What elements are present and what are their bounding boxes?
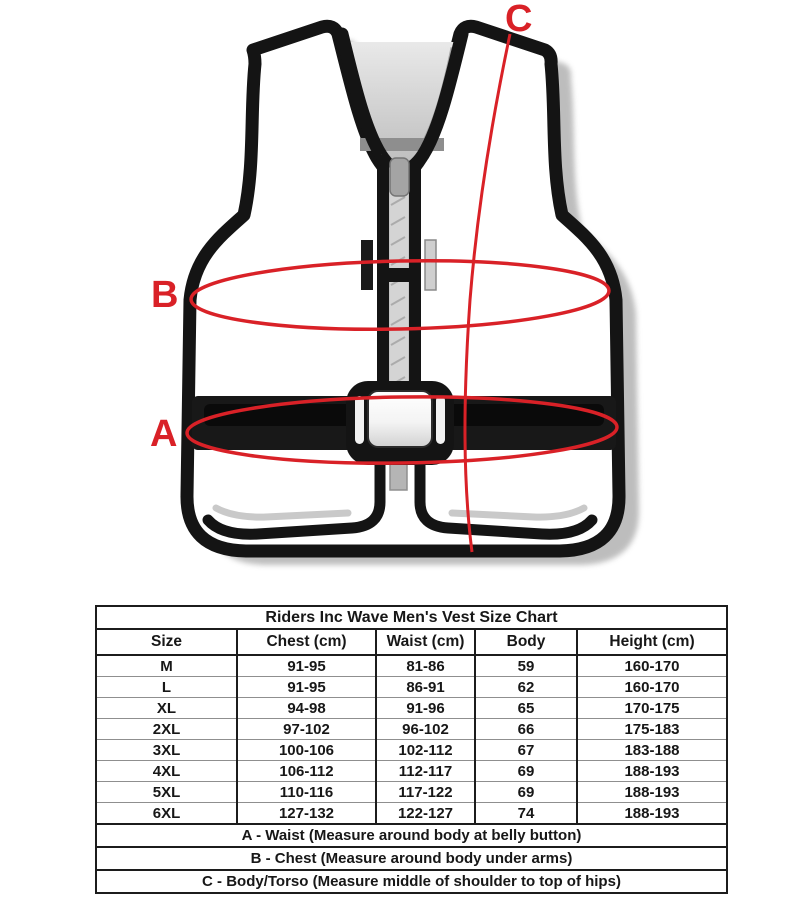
- size-chart: Riders Inc Wave Men's Vest Size Chart Si…: [95, 605, 728, 894]
- measure-ellipse-waist: [185, 395, 619, 465]
- cell-chest: 110-116: [236, 781, 377, 803]
- zipper-band-left: [377, 166, 389, 400]
- footnote-text: C - Body/Torso (Measure middle of should…: [95, 869, 728, 894]
- cell-waist: 96-102: [375, 718, 476, 740]
- zipper-tab-right: [424, 239, 437, 291]
- measure-ellipse-chest: [189, 258, 611, 332]
- cell-size: L: [95, 676, 238, 698]
- cell-chest: 100-106: [236, 739, 377, 761]
- chart-title: Riders Inc Wave Men's Vest Size Chart: [95, 605, 728, 630]
- cell-size: 2XL: [95, 718, 238, 740]
- cell-waist: 122-127: [375, 802, 476, 825]
- cell-body: 69: [474, 760, 578, 782]
- cell-waist: 112-117: [375, 760, 476, 782]
- cell-height: 183-188: [576, 739, 728, 761]
- size-chart-table: Riders Inc Wave Men's Vest Size Chart Si…: [95, 605, 728, 894]
- cell-waist: 102-112: [375, 739, 476, 761]
- label-b: B: [151, 274, 178, 316]
- cell-chest: 91-95: [236, 654, 377, 677]
- cell-chest: 127-132: [236, 802, 377, 825]
- cell-size: 4XL: [95, 760, 238, 782]
- cell-size: 6XL: [95, 802, 238, 825]
- cell-height: 188-193: [576, 802, 728, 825]
- cell-height: 188-193: [576, 781, 728, 803]
- cell-body: 62: [474, 676, 578, 698]
- footnote-row: C - Body/Torso (Measure middle of should…: [95, 869, 728, 894]
- cell-body: 74: [474, 802, 578, 825]
- column-header-body: Body: [474, 628, 578, 656]
- cell-height: 160-170: [576, 654, 728, 677]
- label-a: A: [150, 413, 177, 455]
- footnote-row: A - Waist (Measure around body at belly …: [95, 823, 728, 848]
- cell-body: 59: [474, 654, 578, 677]
- cell-height: 170-175: [576, 697, 728, 719]
- column-header-height: Height (cm): [576, 628, 728, 656]
- zipper-tab-left: [361, 240, 373, 290]
- bottom-panel-right: [414, 448, 598, 540]
- chart-header-row: Size Chest (cm) Waist (cm) Body Height (…: [95, 628, 728, 656]
- cell-waist: 91-96: [375, 697, 476, 719]
- cell-chest: 94-98: [236, 697, 377, 719]
- cell-size: M: [95, 654, 238, 677]
- bottom-panel-right-shade: [448, 504, 588, 521]
- belt-buckle-slot-right: [436, 396, 445, 444]
- cell-waist: 86-91: [375, 676, 476, 698]
- column-header-waist: Waist (cm): [375, 628, 476, 656]
- label-c: C: [505, 0, 532, 40]
- zipper-pull: [389, 157, 410, 197]
- vest-diagram: C B A: [150, 0, 640, 566]
- cell-chest: 106-112: [236, 760, 377, 782]
- cell-body: 65: [474, 697, 578, 719]
- footnote-rows: A - Waist (Measure around body at belly …: [95, 823, 728, 894]
- cell-height: 160-170: [576, 676, 728, 698]
- cell-chest: 97-102: [236, 718, 377, 740]
- cell-body: 67: [474, 739, 578, 761]
- column-header-size: Size: [95, 628, 238, 656]
- footnote-row: B - Chest (Measure around body under arm…: [95, 846, 728, 871]
- belt-buckle-slot-left: [355, 396, 364, 444]
- zipper-band-right: [409, 166, 421, 400]
- cell-size: 3XL: [95, 739, 238, 761]
- zipper-slider-bar: [377, 268, 421, 282]
- cell-size: 5XL: [95, 781, 238, 803]
- measure-line-body: [463, 33, 512, 553]
- cell-waist: 117-122: [375, 781, 476, 803]
- cell-body: 66: [474, 718, 578, 740]
- footnote-text: A - Waist (Measure around body at belly …: [95, 823, 728, 848]
- cell-waist: 81-86: [375, 654, 476, 677]
- bottom-panel-left: [202, 448, 386, 540]
- cell-height: 175-183: [576, 718, 728, 740]
- chart-title-row: Riders Inc Wave Men's Vest Size Chart: [95, 605, 728, 630]
- cell-size: XL: [95, 697, 238, 719]
- cell-body: 69: [474, 781, 578, 803]
- belt-buckle-plate: [367, 390, 433, 448]
- vest-svg: C B A: [150, 0, 640, 566]
- cell-height: 188-193: [576, 760, 728, 782]
- cell-chest: 91-95: [236, 676, 377, 698]
- footnote-text: B - Chest (Measure around body under arm…: [95, 846, 728, 871]
- column-header-chest: Chest (cm): [236, 628, 377, 656]
- bottom-panel-left-shade: [212, 504, 352, 521]
